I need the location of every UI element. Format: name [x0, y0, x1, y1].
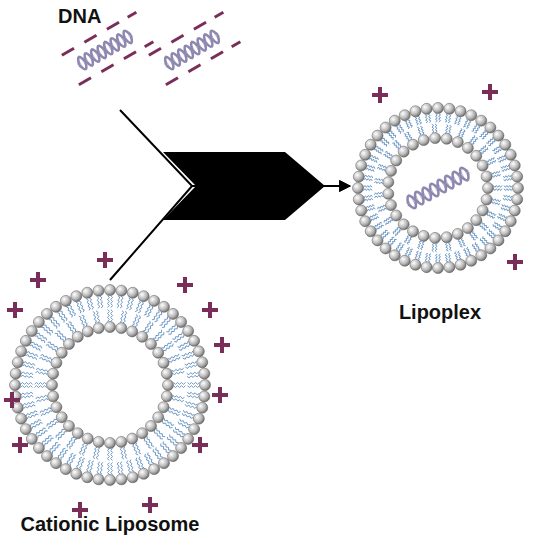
negative-charge	[124, 52, 136, 59]
positive-charge	[212, 387, 228, 403]
positive-charge	[507, 254, 523, 270]
negative-charge	[101, 65, 113, 72]
liposome-shape: Cationic Liposome	[0, 280, 220, 542]
negative-charge	[79, 78, 91, 85]
plex-illustration	[350, 90, 530, 330]
negative-charge	[215, 12, 224, 17]
dna-strand	[76, 29, 135, 71]
positive-charge	[214, 337, 230, 353]
negative-charge	[84, 35, 96, 42]
reaction-connector	[110, 186, 350, 280]
dna-strand	[163, 29, 222, 71]
positive-charge	[12, 437, 28, 453]
reaction-connector	[120, 110, 350, 186]
negative-charge	[128, 12, 137, 17]
lipid-bilayer	[10, 285, 211, 486]
negative-charge	[166, 78, 178, 85]
positive-charge	[372, 87, 388, 103]
dna-illustration	[30, 0, 210, 110]
lipid-bilayer	[353, 103, 524, 274]
positive-charge	[30, 272, 46, 288]
positive-charge	[7, 302, 23, 318]
negative-charge	[149, 48, 161, 55]
node-label: DNA	[58, 4, 101, 28]
positive-charge	[97, 252, 113, 268]
positive-charge	[177, 277, 193, 293]
positive-charge	[192, 437, 208, 453]
lipo-illustration	[0, 280, 220, 542]
negative-charge	[232, 42, 241, 47]
negative-charge	[145, 42, 154, 47]
negative-charge	[107, 22, 119, 29]
negative-charge	[171, 35, 183, 42]
node-label: Lipoplex	[399, 300, 481, 324]
dna-strand	[76, 29, 135, 71]
negative-charge	[62, 48, 74, 55]
positive-charge	[482, 84, 498, 100]
dna-strand	[405, 166, 472, 210]
dna-group: DNA	[30, 0, 210, 110]
positive-charge	[202, 302, 218, 318]
dna-strand	[163, 29, 222, 71]
positive-charge	[142, 497, 158, 513]
positive-charge	[4, 392, 20, 408]
negative-charge	[188, 65, 200, 72]
negative-charge	[194, 22, 206, 29]
negative-charge	[211, 52, 223, 59]
lipoplex-shape: Lipoplex	[350, 90, 530, 330]
node-label: Cationic Liposome	[21, 512, 200, 536]
dna-strand	[405, 166, 472, 210]
